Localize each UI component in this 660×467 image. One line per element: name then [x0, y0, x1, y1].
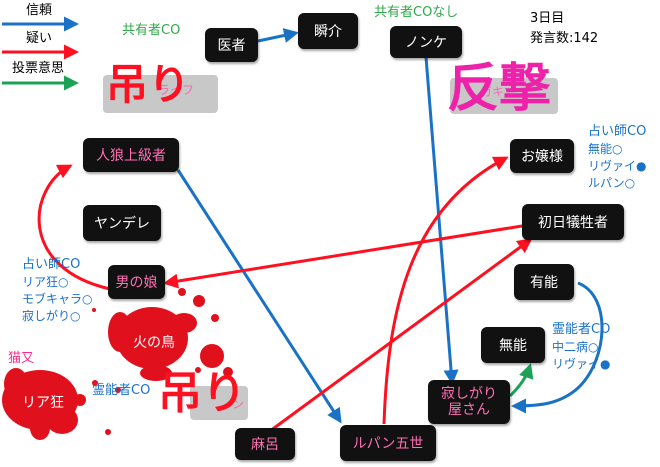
seer-left-item-2: モブキャラ○ [22, 292, 93, 306]
seer-right-item-1: 無能○ [588, 142, 623, 156]
seer-right-item-3: ルパン○ [588, 176, 636, 190]
suspicion-arrow-otokonoko-to-werewolf [37, 164, 111, 291]
counter-banner: 反撃 [447, 59, 552, 119]
node-lonely: 寂しがり 屋さん [428, 380, 510, 424]
suspicion-arrow-victim-to-otokonoko [163, 224, 523, 289]
node-lonely-line2: 屋さん [448, 402, 490, 418]
cat-note: 猫又 [8, 351, 35, 366]
hang-banner-bottom-under: ン [232, 397, 245, 411]
node-ojousama: お嬢様 [510, 139, 574, 173]
node-asaro: 麻呂 [235, 428, 295, 460]
seer-right-item-2: リヴァイ● [588, 159, 647, 173]
hang-banner-bottom-bg [190, 386, 248, 420]
seer-co-right: 占い師CO [588, 124, 647, 139]
seer-left-item-1: リア狂○ [22, 275, 69, 289]
vote-arrow-lonely-to-incapable [508, 363, 534, 398]
medium-right-item-1: 中二病○ [552, 340, 599, 354]
node-otokonoko: 男の娘 [108, 265, 165, 299]
legend-suspicion-label: 疑い [26, 31, 53, 46]
seer-left-item-3: 寂しがり○ [22, 309, 81, 323]
legend-vote-label: 投票意思 [12, 61, 65, 76]
trust-arrow-werewolf-to-lupin [176, 169, 342, 424]
medium-right-item-2: リヴァイ● [552, 357, 611, 371]
node-lonely-line1: 寂しがり [441, 385, 497, 402]
node-nonke: ノンケ [390, 26, 462, 58]
sharer-co-note: 共有者CO [122, 23, 181, 38]
hang-banner-top-bg [103, 75, 218, 113]
day-label: 3日目 [530, 11, 565, 26]
hang-banner-top: 吊り [106, 60, 191, 109]
counter-banner-under: ガキ [480, 85, 505, 99]
node-incapable: 無能 [481, 327, 545, 363]
post-count: 発言数:142 [530, 31, 599, 46]
trust-arrow-nonke-to-lonely [424, 56, 459, 385]
medium-co-right: 霊能者CO [552, 322, 611, 337]
hang-banner-bottom: 吊り [158, 368, 246, 419]
medium-co-left: 霊能者CO [92, 383, 151, 398]
hang-banner-top-under: ライフ [158, 83, 195, 97]
suspicion-arrow-asaro-to-victim [269, 238, 533, 433]
node-werewolf-senior: 人狼上級者 [83, 138, 179, 172]
node-yandere: ヤンデレ [83, 205, 161, 241]
legend-trust-label: 信頼 [26, 3, 53, 18]
trust-arrow-doctor-to-shunsuke [257, 28, 299, 43]
counter-banner-bg [450, 78, 558, 114]
ria-label: リア狂 [22, 395, 64, 411]
seer-co-left: 占い師CO [22, 257, 81, 272]
suspicion-arrow-lupin-to-ojousama [382, 156, 509, 425]
node-shunsuke: 瞬介 [298, 13, 358, 49]
node-first-victim: 初日犠牲者 [522, 204, 624, 240]
node-lupin: ルパン五世 [340, 425, 436, 461]
node-capable: 有能 [514, 264, 574, 300]
node-doctor: 医者 [205, 28, 258, 62]
blood-splatter [2, 288, 233, 440]
trust-arrow-capable-to-lonely [511, 281, 604, 414]
phoenix-label: 火の鳥 [133, 335, 175, 351]
sharer-co-none-note: 共有者COなし [374, 5, 459, 20]
